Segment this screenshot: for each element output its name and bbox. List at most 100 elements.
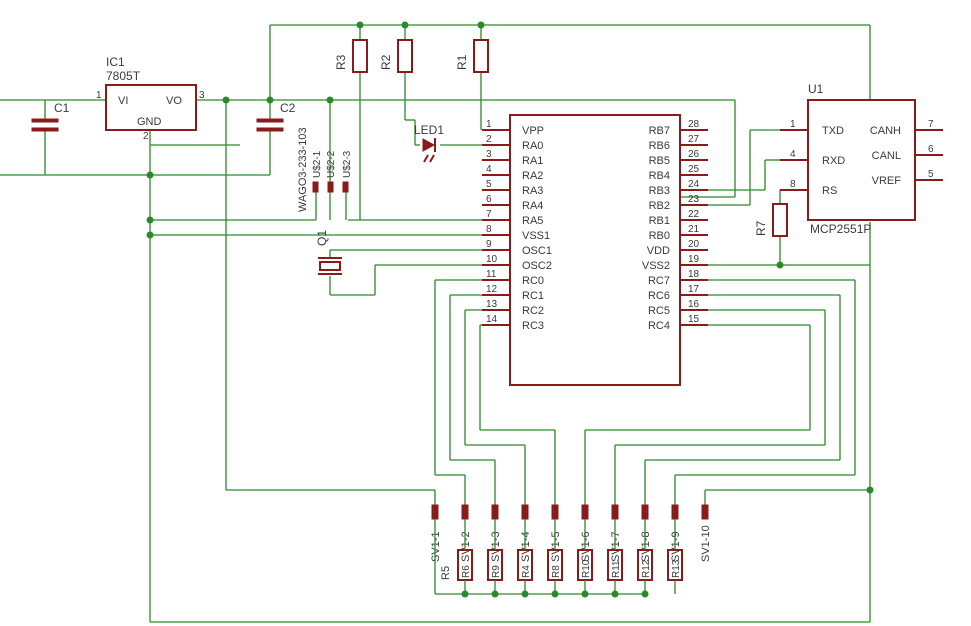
ic1-vi-label: VI (118, 95, 128, 107)
resistor-r7: R7 (754, 203, 788, 237)
sv1-pin-label: SV1-7 (610, 531, 622, 562)
sv1-pin-label: SV1-1 (430, 531, 442, 562)
junction (222, 96, 230, 104)
mcu-pin-number: 20 (688, 239, 700, 250)
mcu-pin-label: VPP (522, 125, 544, 137)
wago-pin-2: U$2-2 (326, 150, 337, 178)
junction (776, 261, 784, 269)
mcu-pin-label: RB7 (649, 125, 670, 137)
u1-pin-label: CANH (870, 125, 901, 137)
mcu-pin-label: RB6 (649, 140, 670, 152)
mcu-pin-number: 25 (688, 164, 700, 175)
capacitor-c1: C1 (31, 101, 70, 132)
mcu-pin-label: RB2 (649, 200, 670, 212)
mcu-pin-number: 9 (486, 239, 492, 250)
mcu-pin-label: RA5 (522, 215, 543, 227)
mcu-pin-number: 2 (486, 134, 492, 145)
mcu-pin-label: VSS2 (642, 260, 670, 272)
ic1-pin1: 1 (96, 90, 102, 101)
bottom-resistor-label: R13 (671, 559, 682, 578)
mcu-pin-label: RB4 (649, 170, 670, 182)
sv1-pin-label: SV1-8 (640, 531, 652, 562)
bottom-resistor-label: R5 (440, 566, 452, 580)
mcu-pin-number: 17 (688, 284, 700, 295)
bottom-resistor-label: R6 (461, 565, 472, 578)
ic1-regulator: IC1 7805T VI VO GND 1 3 2 (96, 55, 205, 142)
mcu-pin-label: RA0 (522, 140, 543, 152)
sv1-pin (641, 504, 649, 520)
u1-pin-number: 4 (790, 149, 796, 160)
mcu-pin-label: RB0 (649, 230, 670, 242)
mcu-pin-label: RA1 (522, 155, 543, 167)
ic1-value: 7805T (106, 69, 141, 83)
junction (866, 486, 874, 494)
sv1-pin (671, 504, 679, 520)
u1-pin-label: VREF (872, 175, 902, 187)
junction (146, 216, 154, 224)
resistor-r3: R3 (334, 39, 368, 73)
mcu-pin-number: 14 (486, 314, 498, 325)
sv1-pin-label: SV1-3 (490, 531, 502, 562)
mcu-pin-number: 12 (486, 284, 498, 295)
u1-value: MCP2551P (810, 222, 871, 236)
wago-name: WAGO3-233-103 (297, 127, 309, 212)
c1-label: C1 (54, 101, 70, 115)
ic1-pin2: 2 (143, 131, 149, 142)
junction (477, 21, 485, 29)
resistor-r2: R2 (379, 39, 413, 73)
u1-pin-number: 6 (928, 144, 934, 155)
mcu-pin-label: RC5 (648, 305, 670, 317)
bottom-resistor-label: R10 (581, 559, 592, 578)
capacitor-c2: C2 (256, 101, 296, 132)
mcu-pin-number: 1 (486, 119, 492, 130)
junction (356, 21, 364, 29)
u1-pin-number: 8 (790, 179, 796, 190)
wago-pin-1: U$2-1 (312, 150, 323, 178)
mcu-pin-label: OSC1 (522, 245, 552, 257)
mcu-pin-label: RB3 (649, 185, 670, 197)
mcu-pin-label: RB5 (649, 155, 670, 167)
mcu-pin-label: RB1 (649, 215, 670, 227)
mcu-pin-number: 24 (688, 179, 700, 190)
mcu-pin-label: RA3 (522, 185, 543, 197)
sv1-pin-label: SV1-10 (700, 525, 712, 562)
sv1-pin-label: SV1-5 (550, 531, 562, 562)
mcu-pin-number: 5 (486, 179, 492, 190)
u1-pin-number: 1 (790, 119, 796, 130)
mcu-pin-number: 28 (688, 119, 700, 130)
mcu-pin-number: 4 (486, 164, 492, 175)
junction (146, 231, 154, 239)
junction (326, 96, 334, 104)
u1-pin-number: 5 (928, 169, 934, 180)
mcu-pin-number: 10 (486, 254, 498, 265)
mcu-pin-number: 7 (486, 209, 492, 220)
mcu-pin-label: RC7 (648, 275, 670, 287)
crystal-q1: Q1 (315, 230, 342, 275)
resistor-r1: R1 (455, 39, 489, 73)
junction (266, 96, 274, 104)
bottom-resistor-label: R4 (521, 565, 532, 578)
r2-label: R2 (379, 54, 393, 70)
mcu-pin-number: 3 (486, 149, 492, 160)
junction (401, 21, 409, 29)
bottom-resistor-label: R12 (641, 559, 652, 578)
mcu-pin-number: 11 (486, 269, 497, 280)
mcu-pin-number: 16 (688, 299, 700, 310)
bottom-resistor-label: R8 (551, 565, 562, 578)
mcu-pin-label: RA4 (522, 200, 543, 212)
mcu-pin-number: 8 (486, 224, 492, 235)
mcu-pin-label: RC2 (522, 305, 544, 317)
mcu-pin-number: 19 (688, 254, 700, 265)
junction (146, 171, 154, 179)
u1-pin-label: TXD (822, 125, 844, 137)
ic1-gnd-label: GND (137, 116, 162, 128)
ic1-pin3: 3 (199, 90, 205, 101)
mcu-pin-label: OSC2 (522, 260, 552, 272)
sv1-pin (521, 504, 529, 520)
mcu-pin-number: 23 (688, 194, 700, 205)
u1-name: U1 (808, 82, 824, 96)
sv1-pin (611, 504, 619, 520)
mcu-pin-label: RC6 (648, 290, 670, 302)
